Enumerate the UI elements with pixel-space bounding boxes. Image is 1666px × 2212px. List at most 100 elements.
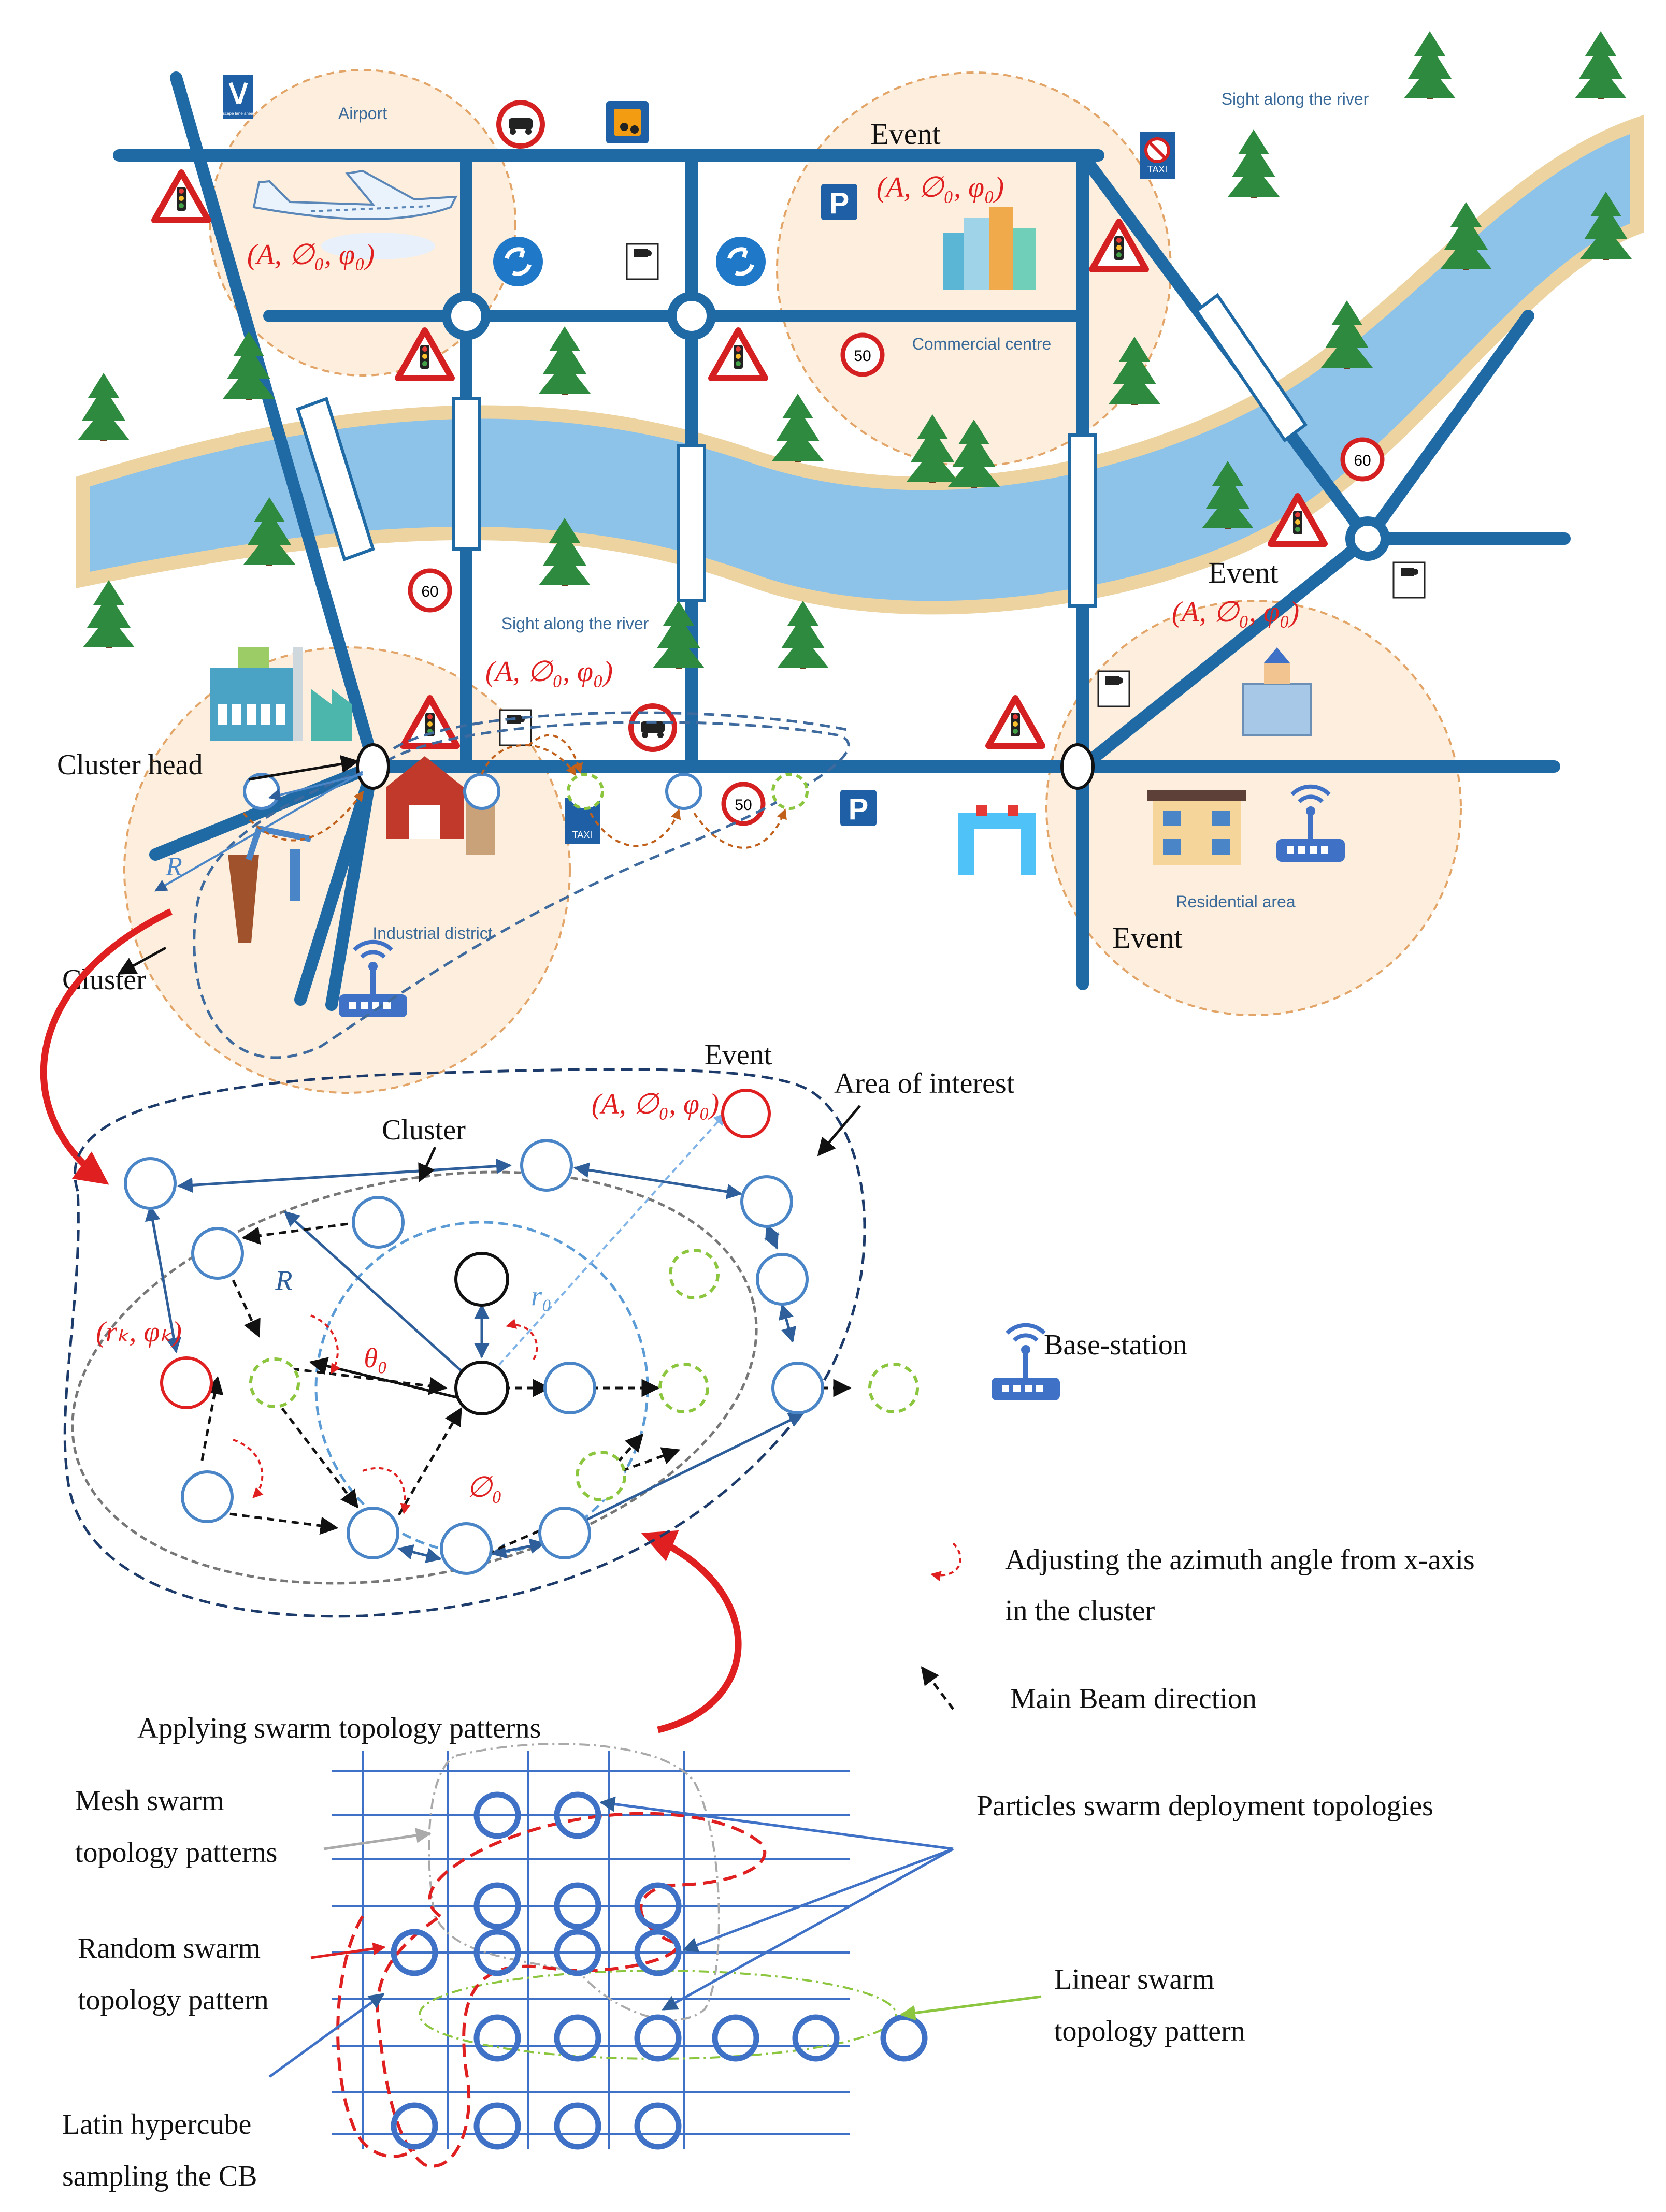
mesh-pattern-outline <box>428 1743 720 2021</box>
cluster-head-node <box>454 1252 509 1307</box>
particle <box>554 1882 601 1930</box>
particle <box>473 1791 521 1839</box>
map-sensor-node <box>463 773 500 810</box>
particle <box>391 1929 438 1976</box>
industrial-district-label: Industrial district <box>372 924 492 943</box>
area-of-interest-boundary <box>63 1068 866 1618</box>
topology-title: Applying swarm topology patterns <box>137 1712 541 1744</box>
bridges <box>296 293 1308 608</box>
event-label: Event <box>705 1039 772 1071</box>
particle <box>634 2102 682 2150</box>
factory-icon <box>210 647 352 741</box>
hospital-icon <box>958 805 1036 875</box>
candidate-node <box>249 1357 300 1408</box>
cluster-label: Cluster <box>382 1114 466 1146</box>
event-parameters: (A, ∅₀, φ₀) <box>877 171 1004 204</box>
particle <box>634 1929 682 1976</box>
sensor-node <box>181 1470 234 1523</box>
theta0-label: θ₀ <box>364 1342 387 1374</box>
radius-r0-label: r₀ <box>531 1280 552 1311</box>
event-parameters: (A, ∅₀, φ₀) <box>592 1088 719 1120</box>
random-pattern-outline <box>376 1812 767 2168</box>
sight-river-label: Sight along the river <box>501 614 649 633</box>
particle <box>473 2102 521 2150</box>
speed-camera-icon <box>626 243 659 280</box>
oil-pump-icon <box>228 825 312 943</box>
particle <box>391 2102 438 2150</box>
escape-lane-sign-icon: Escape lane ahead <box>220 75 256 119</box>
event-label: Event <box>1208 556 1278 589</box>
house-icon <box>1147 790 1246 865</box>
parking-sign-icon: P <box>840 790 877 826</box>
azimuth-legend-line2: in the cluster <box>1005 1595 1155 1627</box>
sensor-node <box>543 1362 596 1414</box>
svg-text:60: 60 <box>421 583 438 600</box>
mesh-label-line2: topology patterns <box>75 1837 277 1869</box>
radius-label: R <box>165 852 182 881</box>
svg-text:Escape lane ahead: Escape lane ahead <box>220 111 256 116</box>
event-parameters: (A, ∅₀, φ₀) <box>247 239 375 271</box>
sensor-node <box>124 1157 177 1210</box>
particle <box>473 1882 521 1930</box>
sensor-node <box>191 1227 244 1280</box>
speed-limit-60-sign: 60 <box>1340 437 1385 482</box>
map-candidate-node <box>771 773 809 810</box>
particles-label: Particles swarm deployment topologies <box>976 1790 1433 1822</box>
azimuth-legend-icon <box>930 1542 962 1581</box>
target-node <box>160 1356 213 1409</box>
particle <box>473 2014 521 2062</box>
area-of-interest-label: Area of interest <box>834 1067 1015 1100</box>
airport-zone <box>209 69 516 377</box>
commercial-centre-label: Commercial centre <box>912 335 1052 353</box>
roundabout-sign-icon <box>493 237 543 286</box>
mesh-label-line1: Mesh swarm <box>75 1785 224 1817</box>
map-candidate-node <box>567 773 604 810</box>
speed-camera-icon <box>499 709 532 746</box>
sensor-node <box>440 1522 493 1575</box>
particle <box>473 1929 521 1976</box>
event-parameters: (A, ∅₀, φ₀) <box>485 656 613 688</box>
particle <box>712 2014 759 2062</box>
svg-text:TAXI: TAXI <box>1147 164 1168 175</box>
candidate-node <box>576 1451 626 1501</box>
cluster-head-node <box>356 743 390 790</box>
random-label-line1: Random swarm <box>78 1932 261 1964</box>
candidate-node <box>658 1363 709 1413</box>
speed-camera-icon <box>1392 561 1426 599</box>
sensor-node <box>756 1253 809 1306</box>
barn-icon <box>386 756 495 855</box>
candidate-node <box>868 1363 919 1413</box>
rk-phik-label: (rₖ, φₖ) <box>96 1316 182 1348</box>
airplane-icon <box>252 169 458 259</box>
random-label-line2: topology pattern <box>78 1984 269 2016</box>
particle <box>792 2014 840 2062</box>
speed-limit-50-sign: 50 <box>721 782 766 826</box>
svg-text:TAXI: TAXI <box>572 830 593 840</box>
airport-label: Airport <box>338 104 387 123</box>
no-cars-sign-icon <box>628 703 677 752</box>
svg-text:P: P <box>829 186 850 220</box>
particles <box>391 1791 928 2150</box>
traffic-light-warning-icon <box>988 698 1042 746</box>
event-label: Event <box>870 117 940 151</box>
legend: Adjusting the azimuth angle from x-axis … <box>1005 1544 1475 1715</box>
particle <box>554 1929 601 1976</box>
particle <box>554 1791 601 1839</box>
topology-section: Applying swarm topology patterns <box>62 1712 1433 2192</box>
traffic-light-warning-icon <box>711 330 765 378</box>
zoom-link-arrow <box>40 908 173 1185</box>
phi0-label: ∅₀ <box>467 1471 502 1503</box>
sensor-node <box>520 1139 573 1192</box>
particle <box>554 2102 601 2150</box>
speed-limit-60-sign: 60 <box>408 568 452 613</box>
sensor-node <box>538 1507 591 1559</box>
roundabout-sign-icon <box>716 237 766 286</box>
commercial-buildings-icon <box>943 207 1036 290</box>
latin-label-line1: Latin hypercube <box>62 2108 251 2141</box>
event-parameters: (A, ∅₀, φ₀) <box>1172 596 1299 628</box>
speed-limit-50-sign: 50 <box>840 332 885 377</box>
sensor-node <box>771 1362 824 1414</box>
speed-camera-icon <box>1097 670 1130 707</box>
parking-sign-icon: P <box>821 184 857 220</box>
